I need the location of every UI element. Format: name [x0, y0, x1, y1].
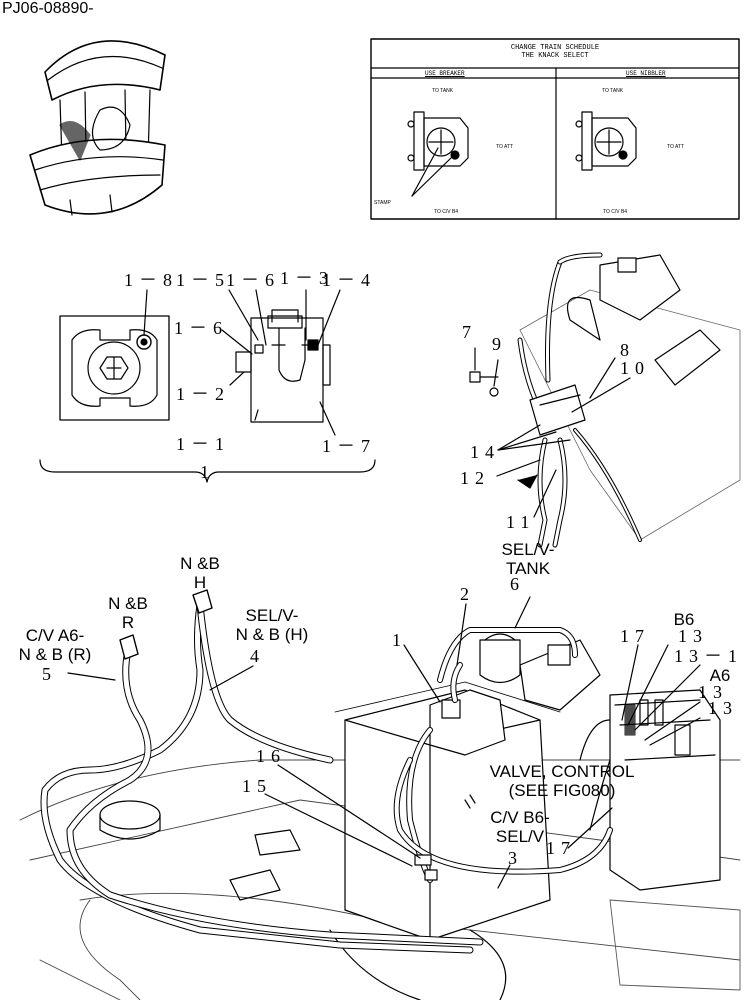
label-cv-b6: C/V B6- SEL/V [490, 808, 550, 846]
callout-8: 8 [620, 340, 635, 360]
callout-7: 7 [462, 322, 477, 342]
callout-1-2: 1－2 [176, 384, 230, 404]
callout-1-6-side: 1－6 [174, 318, 228, 338]
callout-5: 5 [42, 664, 57, 684]
breaker-to-tank: TO TANK [432, 88, 454, 94]
callout-13-top: 13 [678, 626, 708, 646]
callout-1-main: 1 [392, 630, 407, 650]
callout-1-4: 1－4 [322, 270, 376, 290]
callout-1-1: 1－1 [176, 434, 230, 454]
callout-4: 4 [250, 646, 265, 666]
label-valve-control: VALVE, CONTROL (SEE FIG080) [489, 762, 635, 800]
callout-1: 1 [200, 462, 215, 482]
callout-17-top: 17 [620, 626, 650, 646]
callout-12: 12 [460, 468, 490, 488]
label-cv-a6: C/V A6- N & B (R) [18, 626, 92, 664]
nibbler-to-tank: TO TANK [602, 88, 624, 94]
breaker-to-cv: TO C/V B4 [434, 209, 459, 215]
part-code: PJ06-08890- [2, 0, 94, 17]
nibbler-to-cv: TO C/V B4 [603, 209, 628, 215]
callout-13-1: 13－1 [674, 646, 743, 666]
callout-1-3: 1－3 [280, 268, 334, 288]
label-b6: B6 [673, 610, 695, 629]
callout-10: 10 [620, 358, 650, 378]
label-sel-tank: SEL/V- TANK [501, 540, 555, 578]
callout-14: 14 [470, 442, 500, 462]
col-use-nibbler: USE NIBBLER [626, 70, 666, 77]
machine-thumbnail [29, 40, 166, 216]
callout-11: 11 [506, 512, 536, 532]
nibbler-to-att: TO ATT [667, 144, 685, 150]
callout-13-mid: 13 [698, 682, 728, 702]
callout-13-low: 13 [708, 698, 738, 718]
label-nb-h: N &B H [180, 554, 220, 592]
callout-1-5: 1－5 [176, 270, 230, 290]
callout-1-8: 1－8 [124, 270, 178, 290]
upper-right-assembly [469, 252, 741, 548]
callout-16: 16 [256, 746, 286, 766]
label-a6: A6 [709, 666, 731, 685]
breaker-stamp: STAMP [374, 200, 391, 206]
label-nb-r: N &B R [108, 594, 148, 632]
callout-6: 6 [510, 574, 525, 594]
callout-17-low: 17 [546, 838, 576, 858]
callout-9: 9 [492, 334, 507, 354]
callout-15: 15 [242, 776, 272, 796]
schedule-title-line2: THE KNACK SELECT [521, 52, 589, 60]
valve-detail [39, 289, 376, 483]
callout-1-6-top: 1－6 [226, 270, 280, 290]
schedule-table-frame [370, 38, 740, 220]
breaker-to-att: TO ATT [496, 144, 514, 150]
callout-3: 3 [508, 848, 523, 868]
col-use-breaker: USE BREAKER [425, 70, 465, 77]
main-assembly [19, 589, 741, 1001]
schedule-title-line1: CHANGE TRAIN SCHEDULE [510, 44, 600, 52]
callout-1-7: 1－7 [322, 436, 376, 456]
label-sel-nbh: SEL/V- N & B (H) [235, 606, 309, 644]
callout-2: 2 [460, 584, 475, 604]
